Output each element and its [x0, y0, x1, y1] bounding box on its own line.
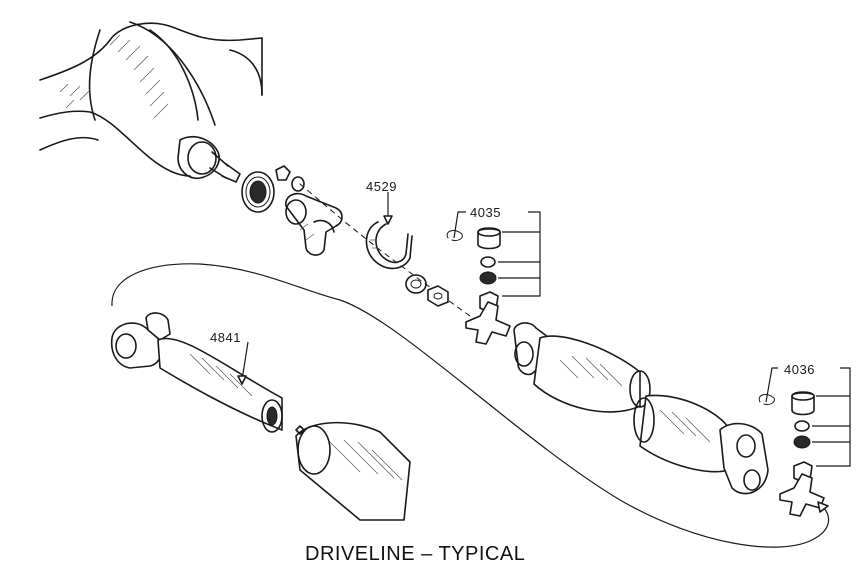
callout-4841: 4841 [210, 330, 241, 345]
callout-leaders [237, 192, 851, 467]
callout-4529: 4529 [366, 179, 397, 194]
pinion-seal-and-nut [241, 165, 305, 213]
differential-housing [39, 21, 263, 183]
u-bolt-clamp [365, 221, 413, 270]
ujoint-bearing-kit-lower [758, 391, 825, 517]
drive-shaft-main [513, 322, 769, 495]
callout-4035: 4035 [470, 205, 501, 220]
diagram-caption: DRIVELINE – TYPICAL [305, 543, 525, 565]
assembly-path-line [111, 263, 830, 548]
ujoint-bearing-kit-upper [446, 227, 511, 345]
drive-shaft-partial [295, 421, 411, 521]
nut-and-washer [405, 274, 449, 307]
front-yoke [285, 192, 343, 256]
callout-4036: 4036 [784, 362, 815, 377]
slip-yoke-shaft [110, 312, 283, 433]
